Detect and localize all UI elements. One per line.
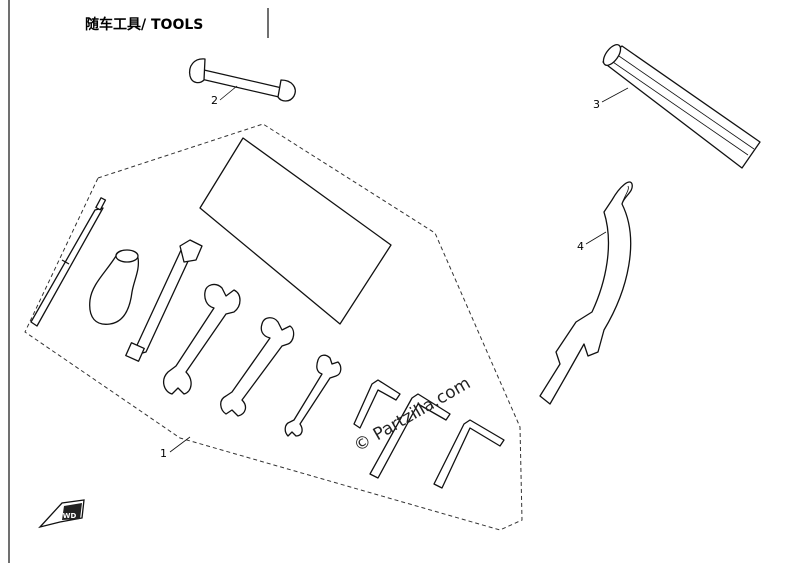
callout-3: 3	[593, 98, 600, 111]
callout-4: 4	[577, 240, 584, 253]
open-end-wrench-large	[162, 283, 241, 395]
part-2-tommy-bar	[188, 58, 296, 102]
tool-kit-boundary	[24, 123, 523, 531]
hex-key-1	[353, 379, 401, 429]
open-end-wrench-medium	[220, 317, 295, 417]
hex-key-2	[369, 393, 451, 479]
diagram-title: 随车工具/ TOOLS	[85, 16, 203, 33]
manual-sheet	[199, 137, 392, 325]
fwd-arrow-icon: FWD	[38, 499, 85, 529]
screwdriver-handle	[89, 249, 140, 325]
leader-3	[601, 87, 629, 103]
leader-1a	[169, 436, 191, 453]
box-spanner	[125, 239, 203, 362]
leader-4	[585, 231, 607, 245]
part-4-hook-spanner	[539, 181, 633, 405]
open-end-wrench-small	[284, 354, 342, 437]
screwdriver-blade	[30, 197, 107, 327]
fwd-badge-label: FWD	[58, 512, 77, 520]
hex-key-3	[433, 419, 505, 489]
callout-2: 2	[211, 94, 218, 107]
callout-1: 1	[160, 447, 167, 460]
part-3-tool-bag	[602, 44, 761, 169]
leader-2	[219, 85, 238, 101]
